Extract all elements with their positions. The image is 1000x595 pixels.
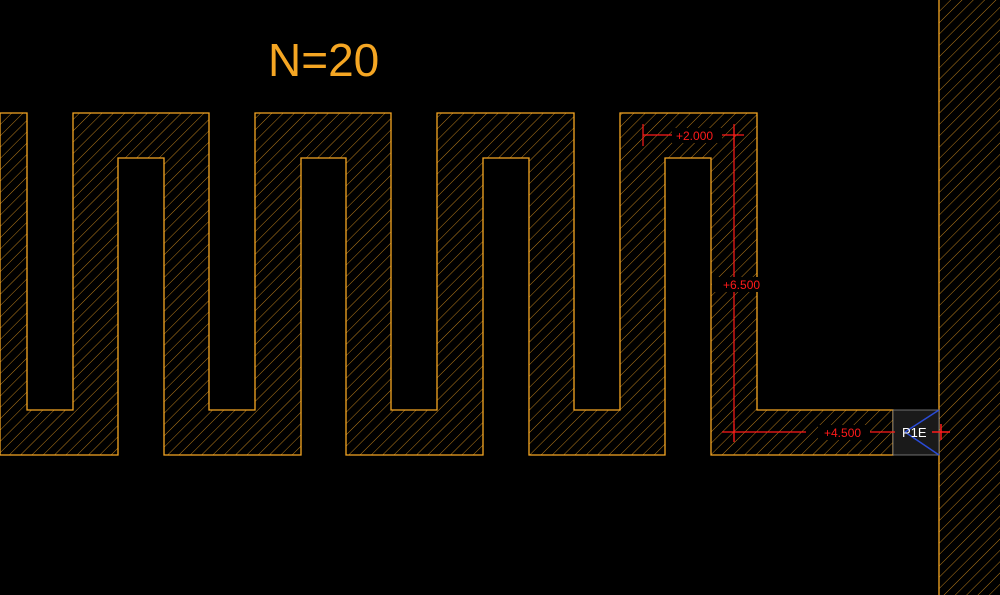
height-dim-label-bg — [712, 277, 764, 292]
ground-plane[interactable] — [938, 0, 1000, 595]
length-dim-label-bg — [818, 425, 870, 440]
title-label: N=20 — [268, 34, 379, 86]
port-arrow-lower — [904, 431, 940, 456]
port-arrow-upper — [904, 409, 940, 433]
width-dim-label: +2.000 — [676, 129, 713, 143]
port-box — [892, 409, 940, 456]
port-label: P1E — [902, 425, 927, 440]
height-dim-label: +6.500 — [723, 278, 760, 292]
width-dim-label-bg — [672, 128, 722, 143]
port-p1e[interactable]: P1E — [892, 409, 950, 456]
height-dimension[interactable]: +6.500 — [712, 128, 764, 442]
length-dimension[interactable]: +4.500 — [722, 424, 895, 442]
length-dim-label: +4.500 — [824, 426, 861, 440]
